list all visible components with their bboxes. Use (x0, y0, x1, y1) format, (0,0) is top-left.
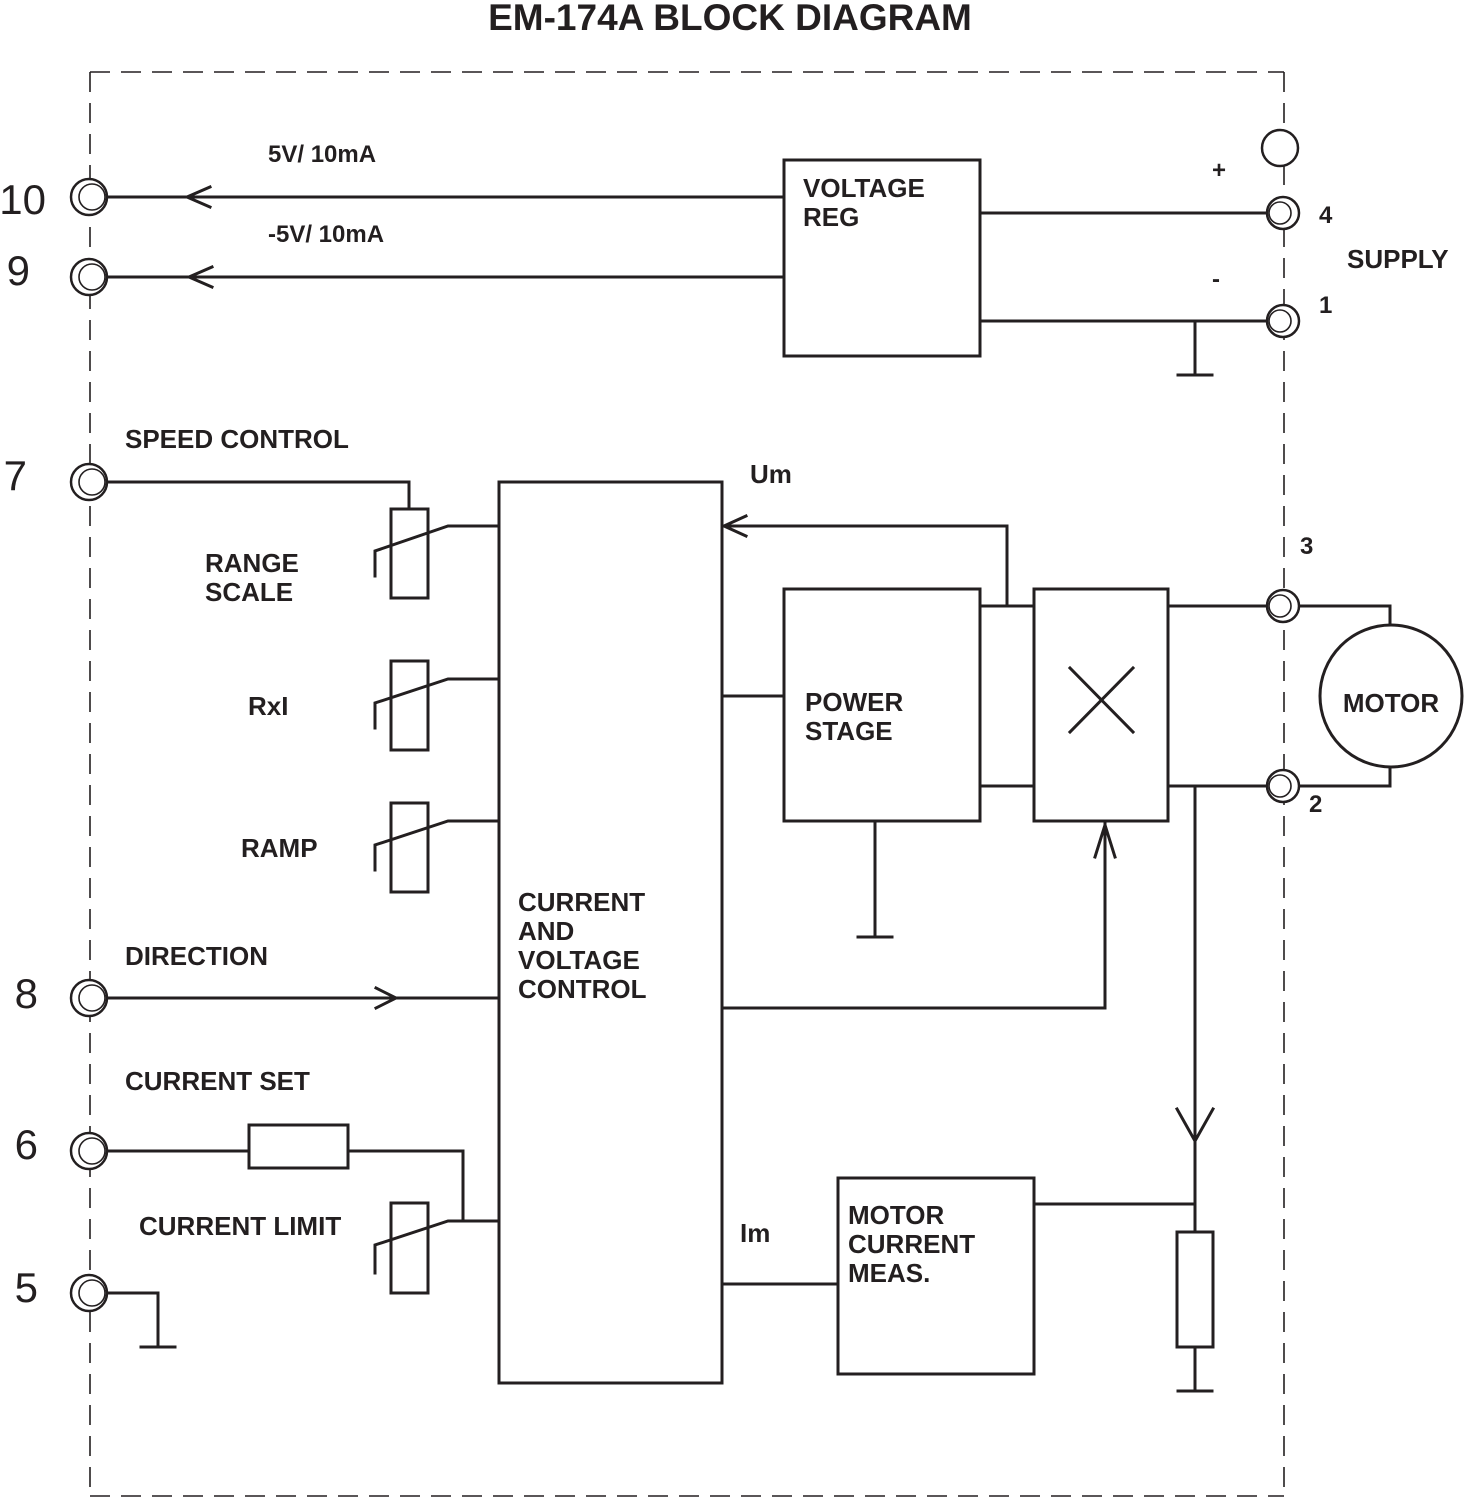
terminal-1 (1265, 303, 1301, 339)
direction-wire (106, 985, 501, 1011)
terminal-5-label: 5 (15, 1264, 38, 1311)
speed-control-wire (106, 480, 411, 511)
terminal-6 (69, 1131, 109, 1171)
terminal-6-label: 6 (15, 1121, 38, 1168)
current-limit-potentiometer (373, 1201, 501, 1295)
terminal-9 (69, 257, 109, 297)
terminal-7-label: 7 (4, 452, 27, 499)
terminal-10-label: 10 (0, 176, 46, 223)
diagram-title: EM-174A BLOCK DIAGRAM (488, 0, 972, 38)
current-voltage-control-label: CURRENT AND VOLTAGE CONTROL (518, 887, 652, 1004)
direction-switch-block (1032, 587, 1170, 823)
speed-control-label: SPEED CONTROL (125, 424, 349, 454)
range-scale-label: RANGE SCALE (205, 548, 306, 607)
power-stage-ground (856, 819, 894, 939)
terminal-4-label: 4 (1319, 202, 1333, 229)
direction-control-wire (720, 819, 1117, 1010)
voltage-reg-label: VOLTAGE REG (803, 173, 932, 232)
supply-minus-label: - (1212, 266, 1220, 293)
range-scale-potentiometer (373, 507, 501, 600)
module-boundary (89, 71, 1285, 1497)
rxi-label: RxI (248, 691, 288, 721)
v-pos-label: 5V/ 10mA (268, 141, 376, 168)
ramp-potentiometer (373, 801, 501, 894)
current-limit-label: CURRENT LIMIT (139, 1211, 341, 1241)
v-neg-label: -5V/ 10mA (268, 221, 384, 248)
current-set-wire (106, 1149, 465, 1223)
v-neg-line (106, 265, 786, 289)
supply-neg-line (978, 319, 1270, 377)
ramp-label: RAMP (241, 833, 318, 863)
terminal-8 (69, 978, 109, 1018)
um-label: Um (750, 459, 792, 489)
terminal-2-label: 2 (1309, 791, 1322, 818)
motor-symbol (1318, 623, 1464, 769)
terminal-7 (69, 462, 109, 502)
current-set-resistor (247, 1123, 350, 1170)
terminal-2 (1265, 768, 1301, 804)
terminal-9-label: 9 (7, 247, 30, 294)
shunt-resistor (1175, 1230, 1215, 1349)
motor-current-meas-label: MOTOR CURRENT MEAS. (848, 1200, 982, 1288)
motor-label: MOTOR (1343, 688, 1440, 718)
motor-wires (1290, 604, 1392, 788)
im-label: Im (740, 1218, 770, 1248)
terminal-8-label: 8 (15, 970, 38, 1017)
cross-icon (1067, 665, 1136, 735)
terminal-3-label: 3 (1300, 533, 1313, 560)
power-stage-label: POWER STAGE (805, 687, 910, 746)
terminal-3 (1265, 588, 1301, 624)
um-feedback-wire (720, 514, 1009, 608)
rxi-potentiometer (373, 659, 501, 752)
v-pos-line (106, 185, 786, 209)
supply-label: SUPPLY (1347, 244, 1449, 274)
power-stage-block (782, 587, 982, 823)
direction-label: DIRECTION (125, 941, 268, 971)
supply-plus-label: + (1212, 157, 1226, 184)
terminal-1-label: 1 (1319, 292, 1332, 319)
current-sense-wire (1174, 784, 1216, 1393)
current-set-label: CURRENT SET (125, 1066, 310, 1096)
current-voltage-control-block (497, 480, 724, 1385)
motor-current-meas-block (836, 1176, 1036, 1376)
terminal-unlabeled (1260, 128, 1300, 168)
voltage-reg-block (782, 158, 982, 358)
terminal-4 (1265, 195, 1301, 231)
terminal-5-ground (106, 1291, 177, 1349)
terminal-5 (69, 1273, 109, 1313)
terminal-10 (69, 177, 109, 217)
